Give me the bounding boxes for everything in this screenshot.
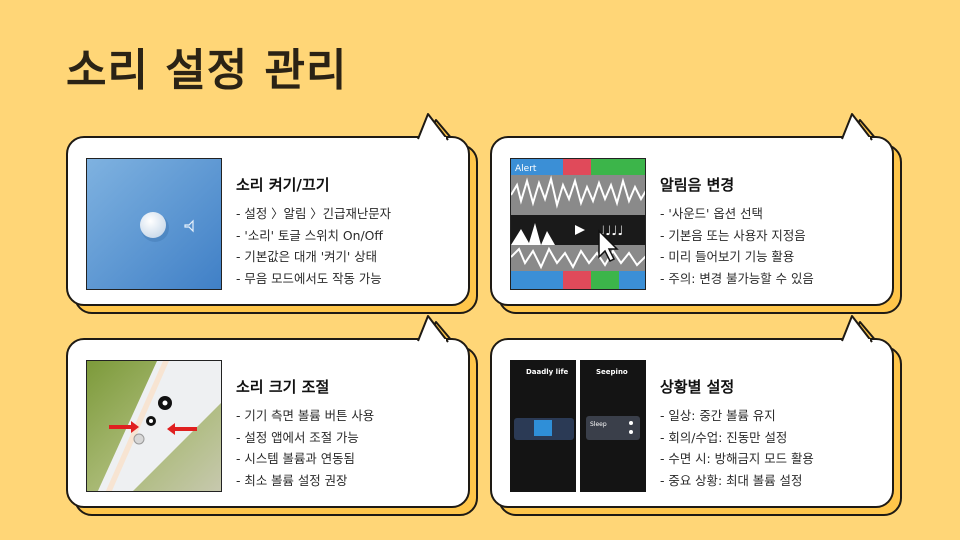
speech-tail xyxy=(841,315,873,345)
card-heading: 소리 크기 조절 xyxy=(236,378,330,396)
bullet-item: 기본값은 대개 '켜기' 상태 xyxy=(236,246,466,268)
bullet-item: 무음 모드에서도 작동 가능 xyxy=(236,268,466,290)
bullet-item: 최소 볼륨 설정 권장 xyxy=(236,470,466,492)
bullet-item: 기기 측면 볼륨 버튼 사용 xyxy=(236,405,466,427)
card-situational: Daadly life Seepino Sleep 상황별 설정 일상: 중간 … xyxy=(490,315,902,516)
card-text: 알림음 변경 '사운드' 옵션 선택 기본음 또는 사용자 지정음 미리 들어보… xyxy=(660,174,890,289)
card-heading: 소리 켜기/끄기 xyxy=(236,176,330,194)
bullet-list: 설정 〉알림 〉긴급재난문자 '소리' 토글 스위치 On/Off 기본값은 대… xyxy=(236,203,466,289)
bullet-item: 일상: 중간 볼륨 유지 xyxy=(660,405,890,427)
bullet-item: 중요 상황: 최대 볼륨 설정 xyxy=(660,470,890,492)
card-text: 상황별 설정 일상: 중간 볼륨 유지 회의/수업: 진동만 설정 수면 시: … xyxy=(660,376,890,491)
bullet-item: 시스템 볼륨과 연동됨 xyxy=(236,448,466,470)
sleep-label: Sleep xyxy=(590,421,607,428)
bullet-item: 회의/수업: 진동만 설정 xyxy=(660,427,890,449)
card-text: 소리 켜기/끄기 설정 〉알림 〉긴급재난문자 '소리' 토글 스위치 On/O… xyxy=(236,174,466,289)
card-sound-toggle: 소리 켜기/끄기 설정 〉알림 〉긴급재난문자 '소리' 토글 스위치 On/O… xyxy=(66,113,478,314)
toggle-illustration xyxy=(86,158,222,290)
bullet-item: '소리' 토글 스위치 On/Off xyxy=(236,225,466,247)
bullet-item: 미리 들어보기 기능 활용 xyxy=(660,246,890,268)
speech-tail xyxy=(417,315,449,345)
bullet-list: 일상: 중간 볼륨 유지 회의/수업: 진동만 설정 수면 시: 방해금지 모드… xyxy=(660,405,890,491)
bullet-list: '사운드' 옵션 선택 기본음 또는 사용자 지정음 미리 들어보기 기능 활용… xyxy=(660,203,890,289)
bullet-item: 설정 〉알림 〉긴급재난문자 xyxy=(236,203,466,225)
bullet-item: 주의: 변경 불가능할 수 있음 xyxy=(660,268,890,290)
alert-label: Alert xyxy=(515,164,537,174)
speech-tail xyxy=(841,113,873,143)
bullet-item: 설정 앱에서 조절 가능 xyxy=(236,427,466,449)
page-title: 소리 설정 관리 xyxy=(66,45,348,96)
bullet-item: '사운드' 옵션 선택 xyxy=(660,203,890,225)
card-heading: 상황별 설정 xyxy=(660,378,735,396)
card-text: 소리 크기 조절 기기 측면 볼륨 버튼 사용 설정 앱에서 조절 가능 시스템… xyxy=(236,376,466,491)
speech-tail xyxy=(417,113,449,143)
mode-screens-illustration: Daadly life Seepino Sleep xyxy=(510,360,646,492)
volume-button-photo xyxy=(86,360,222,492)
bullet-item: 기본음 또는 사용자 지정음 xyxy=(660,225,890,247)
card-alert-tone: Alert ♩♩♩♩ 알림음 변경 '사운드' 옵션 선택 기본음 또는 사용자… xyxy=(490,113,902,314)
left-screen-title: Daadly life xyxy=(526,368,569,376)
alert-tone-illustration: Alert ♩♩♩♩ xyxy=(510,158,646,290)
svg-text:♩♩♩♩: ♩♩♩♩ xyxy=(599,224,624,239)
card-heading: 알림음 변경 xyxy=(660,176,735,194)
card-volume: 소리 크기 조절 기기 측면 볼륨 버튼 사용 설정 앱에서 조절 가능 시스템… xyxy=(66,315,478,516)
right-screen-title: Seepino xyxy=(596,368,628,376)
bullet-list: 기기 측면 볼륨 버튼 사용 설정 앱에서 조절 가능 시스템 볼륨과 연동됨 … xyxy=(236,405,466,491)
bullet-item: 수면 시: 방해금지 모드 활용 xyxy=(660,448,890,470)
